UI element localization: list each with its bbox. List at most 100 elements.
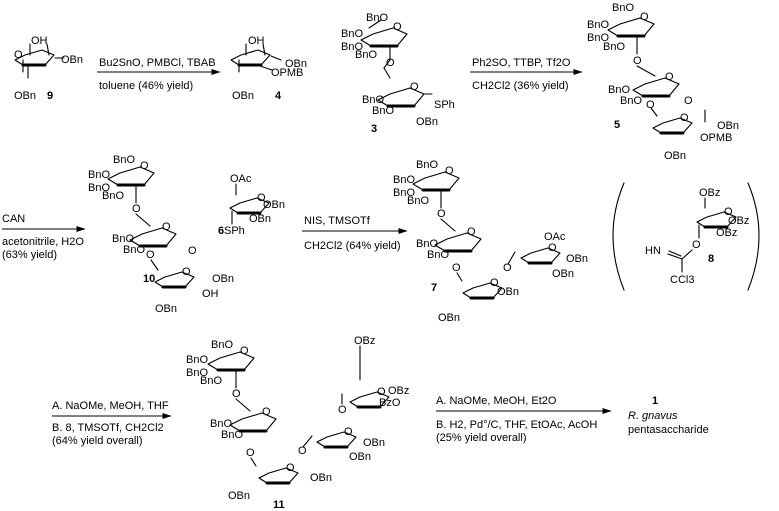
label-bno: BnO [587,19,609,31]
label-bno: BnO [366,12,388,24]
reagents-1-above: Bu2SnO, PMBCl, TBAB [99,57,216,69]
label-obn: OBn [232,90,254,102]
label-bno: BnO [608,84,630,96]
label-obn: OBn [228,490,250,502]
reagents-6-below-2: (25% yield overall) [436,432,526,444]
label-o: O [410,81,419,93]
reagents-5-above: A. NaOMe, MeOH, THF [52,400,169,412]
label-bno: BnO [603,41,625,53]
label-o: O [232,388,241,400]
right-parenthesis [747,182,760,291]
label-bno: BnO [112,233,134,245]
label-o: O [490,277,499,289]
label-obn: OBn [285,58,307,70]
label-obn: OBn [249,213,271,225]
label-o: O [240,345,249,357]
label-o: O [386,57,395,69]
reaction-arrow-4: NIS, TMSOTf CH2Cl2 (64% yield) [302,215,408,252]
compound-number-10: 10 [143,273,155,285]
label-o: O [680,112,689,124]
label-obn: OBn [212,273,234,285]
label-o: O [445,165,454,177]
label-bno: BnO [88,182,110,194]
label-o: O [640,11,649,23]
label-bno: BnO [620,95,642,107]
label-o: O [257,192,266,204]
label-sph: SPh [434,99,455,111]
label-obz: OBz [388,385,409,397]
label-o: O [246,447,255,459]
compound-number-5: 5 [614,119,620,131]
label-bno: BnO [210,418,232,430]
label-obn: OBn [14,90,36,102]
reagents-3-below-1: acetonitrile, H2O [2,236,84,248]
reaction-arrow-6: A. NaOMe, MeOH, Et2O B. H2, Pd°/C, THF, … [436,395,612,444]
reagents-5-below-1: B. 8, TMSOTf, CH2Cl2 [52,422,164,434]
label-o: O [14,49,23,61]
label-o: O [665,71,674,83]
label-bno: BnO [341,28,363,40]
compound-number-6: 6 [218,225,224,237]
label-obn: OBn [416,116,438,128]
label-o: O [467,226,476,238]
label-o: O [452,262,461,274]
compound-3: BnO BnO BnO BnO O O O SPh BnO BnO OBn 3 [341,12,455,135]
label-obz: OBz [728,215,749,227]
label-obn: OBn [438,312,460,324]
reagents-6-above: A. NaOMe, MeOH, Et2O [436,395,557,407]
label-opmb: OPMB [271,67,303,79]
label-sph: SPh [224,225,245,237]
label-o: O [146,249,155,261]
label-obz: OBz [354,335,375,347]
compound-10: BnO BnO BnO BnO O O O BnO BnO O O O OBn … [88,154,234,315]
label-bno: BnO [113,154,135,166]
label-o: O [262,406,271,418]
label-o: O [393,21,402,33]
label-bno: BnO [393,174,415,186]
label-obz: OBz [699,187,720,199]
label-obz: OBz [716,227,737,239]
label-o: O [646,99,655,111]
label-o: O [132,203,141,215]
reagents-4-below: CH2Cl2 (64% yield) [304,240,401,252]
reagents-4-above: NIS, TMSOTf [304,215,371,227]
label-o: O [684,95,693,107]
compound-4: OH OBn OPMB OBn 4 [229,35,307,102]
label-obn: OBn [497,286,519,298]
reaction-arrow-3: CAN acetonitrile, H2O (63% yield) [2,213,86,261]
reagents-5-below-2: (64% yield overall) [52,435,142,447]
compound-number-1: 1 [652,395,658,407]
label-o: O [298,445,307,457]
reagents-3-above: CAN [2,213,25,225]
label-o: O [188,245,197,257]
label-bno: BnO [186,367,208,379]
label-bno: BnO [362,94,384,106]
label-bno: BnO [427,249,449,261]
label-bno: BnO [102,190,124,202]
reaction-arrow-1: Bu2SnO, PMBCl, TBAB toluene (46% yield) [97,57,221,92]
label-ccl3: CCl3 [670,274,694,286]
label-bno: BnO [221,429,243,441]
product-1: 1 R. gnavus pentasaccharide [628,395,709,436]
product-name: pentasaccharide [628,424,709,436]
label-bno: BnO [355,49,377,61]
reagents-2-above: Ph2SO, TTBP, Tf2O [472,57,571,69]
label-bno: BnO [211,339,233,351]
label-obn: OBn [566,253,588,265]
compound-number-3: 3 [371,123,377,135]
label-o: O [182,266,191,278]
compound-7: BnO BnO BnO BnO O O O BnO BnO O O O OBn … [393,159,588,324]
label-bno: BnO [393,187,415,199]
label-o: O [437,208,446,220]
label-o: O [162,221,171,233]
label-bno: BnO [123,244,145,256]
label-obn: OBn [61,54,83,66]
label-bno: BnO [407,195,429,207]
label-o: O [344,426,353,438]
label-o: O [338,404,347,416]
compound-9: OH OBn O OBn 9 [13,35,83,102]
label-o: O [724,206,733,218]
compound-number-4: 4 [275,90,282,102]
label-bno: BnO [200,375,222,387]
compound-8: OBz O OBz OBz O HN CCl3 8 [612,182,760,291]
